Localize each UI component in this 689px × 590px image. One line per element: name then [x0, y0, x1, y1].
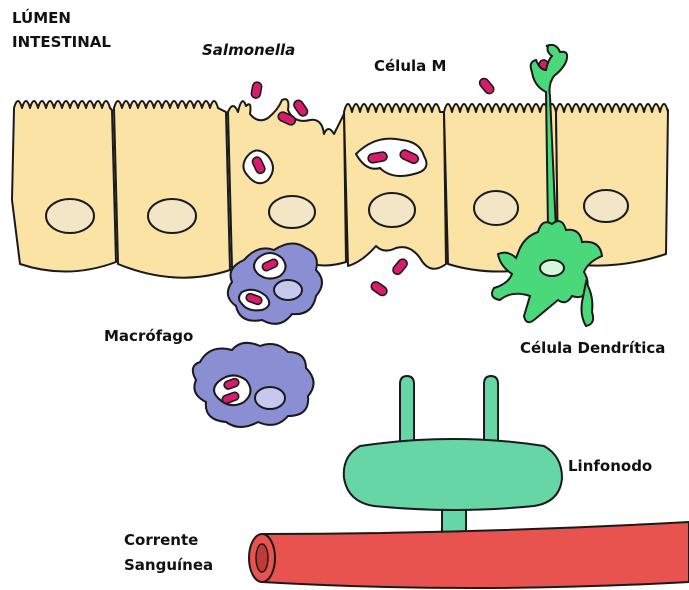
lymph-node-label: Linfonodo — [568, 456, 652, 477]
m-cell — [344, 104, 446, 269]
nucleus — [474, 191, 518, 225]
bacterium — [292, 99, 309, 118]
dendritic-cell-label: Célula Dendrítica — [520, 338, 665, 359]
bloodstream-label-line2: Sanguínea — [124, 555, 213, 576]
dendritic-cell-nucleus — [540, 260, 564, 276]
m-cell-label: Célula M — [374, 56, 446, 77]
bacterium — [478, 77, 496, 96]
blood-vessel-lumen — [256, 544, 268, 572]
nucleus — [46, 199, 94, 233]
nucleus — [148, 199, 196, 233]
enterocyte-3 — [228, 99, 346, 268]
macrophage-nucleus — [274, 280, 302, 300]
macrophage-2 — [193, 343, 314, 427]
nucleus — [269, 196, 315, 228]
lumen-label-line2: INTESTINAL — [12, 32, 111, 53]
afferent-vessel — [400, 376, 414, 450]
lumen-label-line1: LÚMEN — [12, 8, 71, 29]
lymph-node — [344, 376, 562, 554]
enterocyte-2 — [114, 101, 230, 278]
lymph-node-body — [344, 439, 562, 510]
bacterium — [251, 81, 263, 98]
blood-vessel-body — [262, 522, 689, 588]
bloodstream-label-line1: Corrente — [124, 530, 198, 551]
nucleus — [584, 190, 628, 222]
macrophage-body — [193, 343, 314, 427]
macrophage-nucleus — [255, 387, 285, 409]
bacterium — [370, 280, 389, 297]
macrophage-label: Macrófago — [104, 326, 193, 347]
afferent-vessel — [484, 376, 498, 450]
salmonella-label: Salmonella — [202, 40, 295, 61]
bacterium — [391, 257, 409, 276]
blood-vessel — [249, 522, 689, 588]
enterocyte-1 — [12, 101, 116, 272]
nucleus — [369, 193, 415, 227]
